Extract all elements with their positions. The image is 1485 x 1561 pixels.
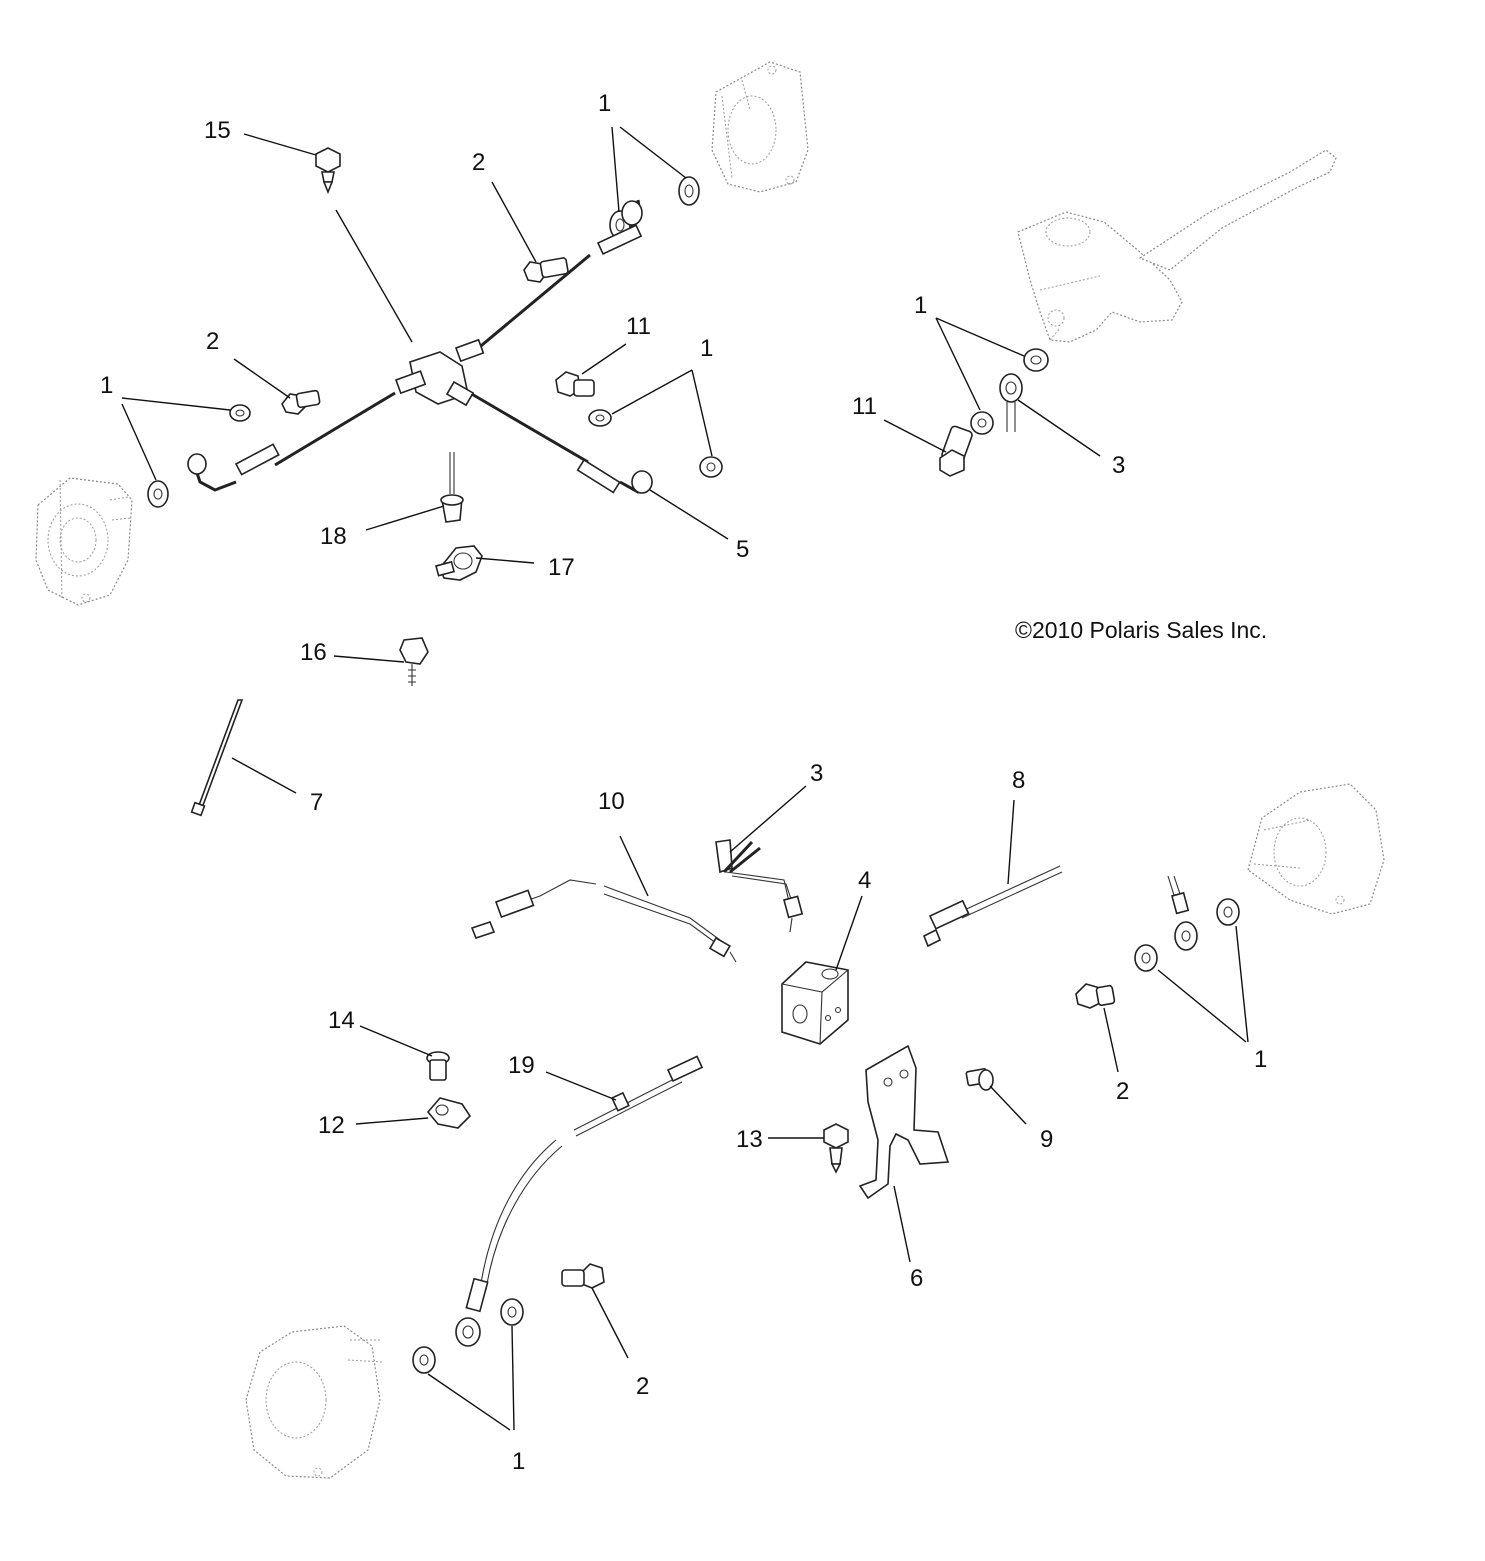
item-1-washers-master <box>970 348 1049 435</box>
item-17-line-clamp <box>435 545 483 581</box>
item-11-banjo-bolt <box>555 371 595 397</box>
item-12-clamp <box>426 1097 472 1129</box>
item-10-brake-line <box>470 879 737 963</box>
callout-1: 1 <box>700 335 713 362</box>
right-rear-caliper <box>1247 783 1385 915</box>
callout-4: 4 <box>858 867 871 894</box>
item-8-brake-line <box>922 865 1063 948</box>
left-front-caliper <box>35 477 133 606</box>
rear-right-banjo-fitting <box>1167 875 1198 951</box>
callout-19: 19 <box>508 1052 535 1079</box>
callout-1: 1 <box>598 90 611 117</box>
callout-2: 2 <box>472 149 485 176</box>
callout-18: 18 <box>320 523 347 550</box>
callout-1: 1 <box>914 292 927 319</box>
left-rear-caliper <box>245 1325 383 1479</box>
leader-lines <box>121 126 1249 1431</box>
callout-labels: 15 2 1 11 1 2 1 18 17 5 1 11 3 ©2010 Pol… <box>100 90 1267 1475</box>
callout-3: 3 <box>810 760 823 787</box>
callout-1: 1 <box>512 1448 525 1475</box>
callout-11: 11 <box>852 393 877 420</box>
item-15-bolt <box>315 147 341 195</box>
callout-2: 2 <box>1116 1078 1129 1105</box>
callout-8: 8 <box>1012 767 1025 794</box>
copyright-notice: ©2010 Polaris Sales Inc. <box>1015 617 1267 643</box>
front-master-cylinder <box>1017 149 1337 343</box>
item-1-washers-mid <box>588 409 723 478</box>
item-1-washers-rear-left <box>412 1298 524 1374</box>
item-4-distribution-block <box>781 961 849 1045</box>
item-7-cable-tie <box>190 699 244 817</box>
callout-17: 17 <box>548 554 575 581</box>
item-1-washers-left <box>147 404 251 508</box>
callout-9: 9 <box>1040 1126 1053 1153</box>
item-2-bolt-upper <box>523 257 569 283</box>
front-brake-line-tee-assembly <box>187 199 653 494</box>
callout-15: 15 <box>204 117 231 144</box>
callout-2: 2 <box>636 1373 649 1400</box>
item-3-banjo-fitting <box>999 373 1023 432</box>
callout-1: 1 <box>100 372 113 399</box>
callout-13: 13 <box>736 1126 763 1153</box>
item-18-push-rivet <box>440 452 464 523</box>
item-1-washers-rear-right <box>1134 898 1240 972</box>
callout-12: 12 <box>318 1112 345 1139</box>
item-13-bolt <box>823 1123 849 1174</box>
callout-1: 1 <box>1254 1046 1267 1073</box>
item-19-rear-brake-line <box>455 1055 704 1347</box>
item-16-fir-tree-clip <box>399 637 429 686</box>
item-9-rivet <box>965 1068 994 1091</box>
item-3-brake-line <box>715 839 804 933</box>
callout-5: 5 <box>736 536 749 563</box>
callout-11: 11 <box>626 313 651 340</box>
item-2-bolt-rear-left <box>561 1263 605 1289</box>
item-14-rivet <box>426 1051 450 1081</box>
callout-3: 3 <box>1112 452 1125 479</box>
item-2-bolt-rear-right <box>1075 983 1116 1009</box>
item-11-banjo-bolt-master <box>939 425 973 477</box>
callout-16: 16 <box>300 639 327 666</box>
callout-2: 2 <box>206 328 219 355</box>
callout-7: 7 <box>310 789 323 816</box>
callout-6: 6 <box>910 1265 923 1292</box>
item-6-mounting-bracket <box>858 1044 950 1200</box>
callout-14: 14 <box>328 1007 355 1034</box>
right-front-caliper <box>711 61 809 193</box>
callout-10: 10 <box>598 788 625 815</box>
item-2-bolt-left <box>281 389 321 415</box>
